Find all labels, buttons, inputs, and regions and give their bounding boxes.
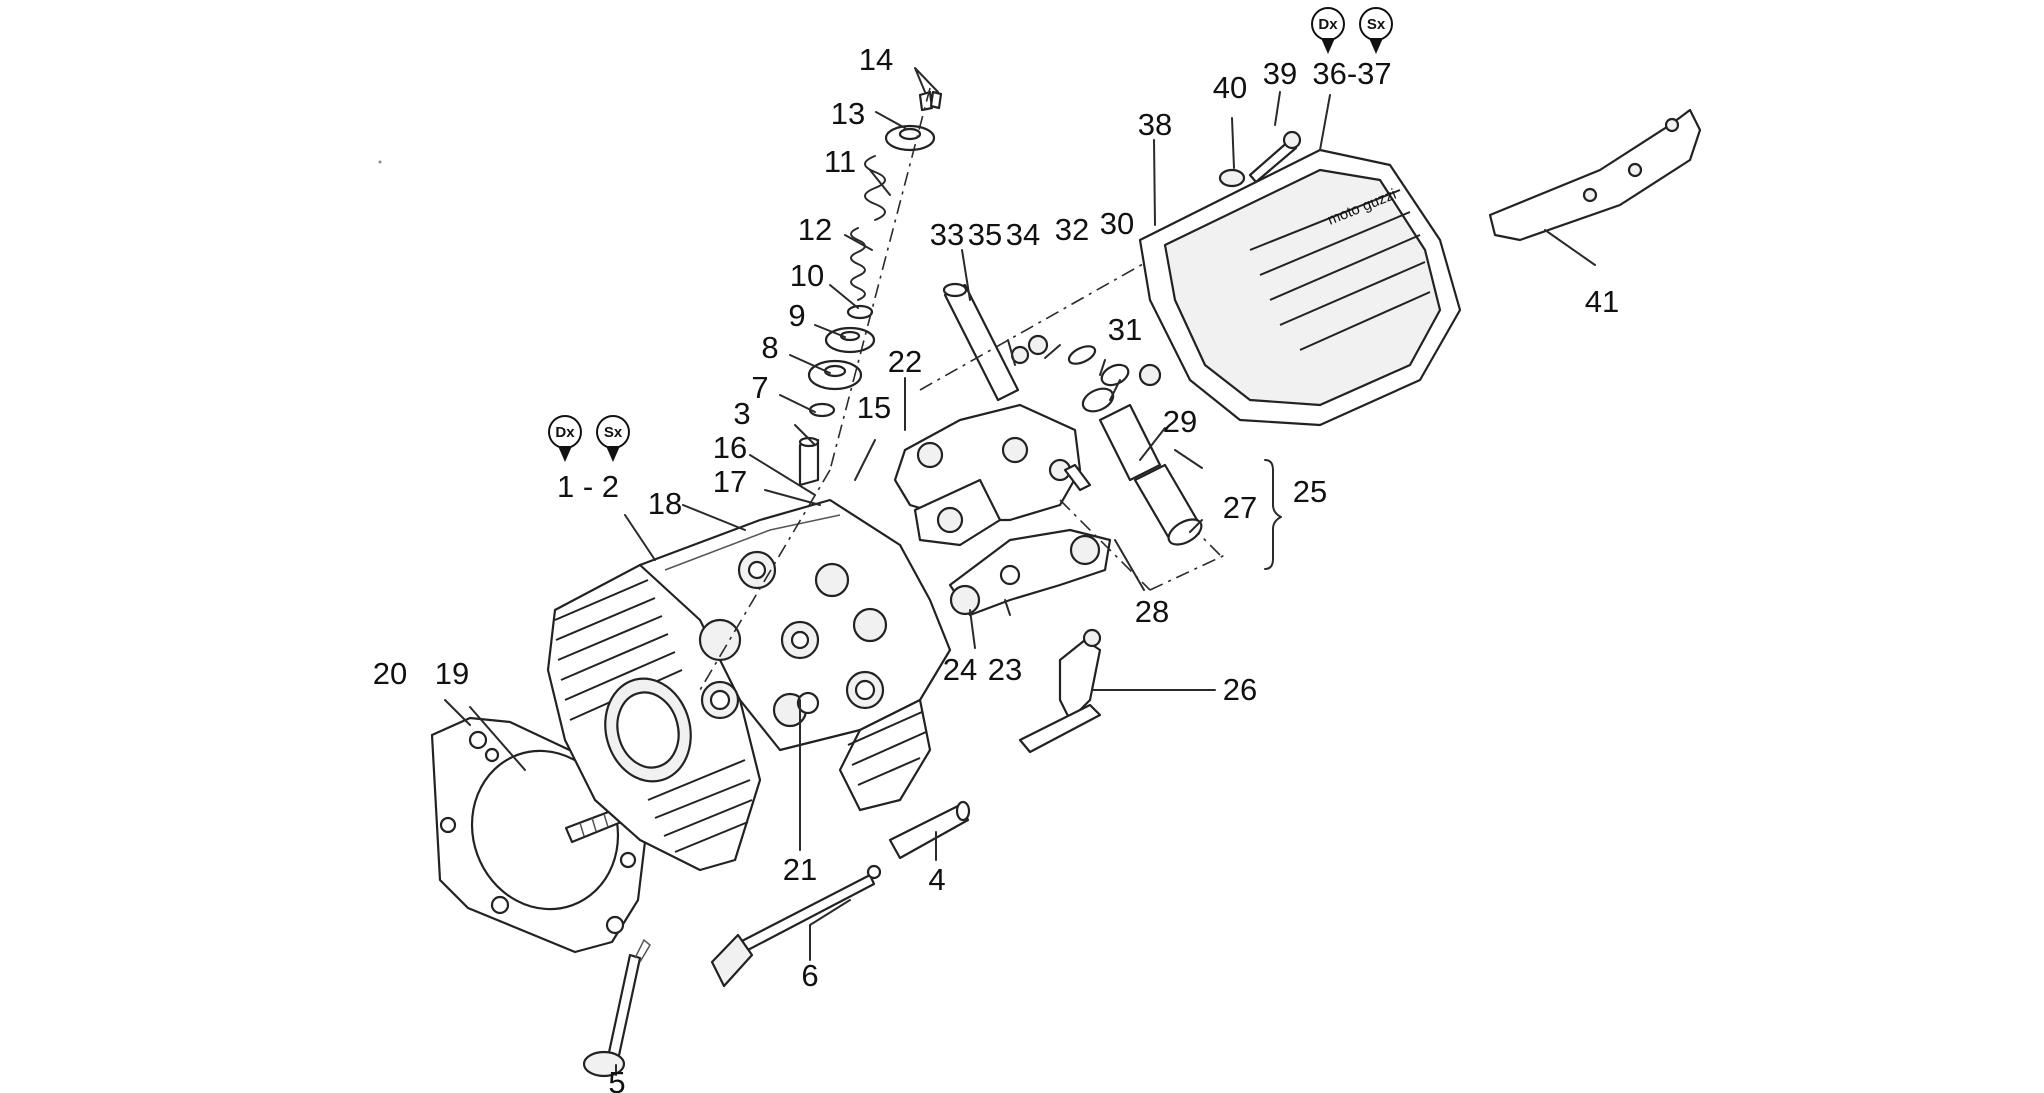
valve-6 bbox=[710, 864, 882, 988]
callout-8: 8 bbox=[761, 330, 778, 365]
callout-3: 3 bbox=[733, 396, 750, 431]
rocker-cover: moto guzzi bbox=[1138, 148, 1462, 427]
callout-35: 35 bbox=[968, 217, 1002, 252]
marker-sx-cover: Sx bbox=[1359, 7, 1393, 54]
callout-36-37: 36-37 bbox=[1312, 56, 1391, 91]
callout-9: 9 bbox=[788, 298, 805, 333]
callout-31: 31 bbox=[1108, 312, 1142, 347]
callout-7: 7 bbox=[751, 370, 768, 405]
rocker-arm bbox=[948, 528, 1112, 617]
callout-23: 23 bbox=[988, 652, 1022, 687]
svg-text:Sx: Sx bbox=[604, 424, 623, 441]
callout-1-2: 1 - 2 bbox=[557, 469, 619, 504]
callout-6: 6 bbox=[801, 958, 818, 993]
callout-14: 14 bbox=[859, 42, 893, 77]
callout-40: 40 bbox=[1213, 70, 1247, 105]
marker-dx-cover: Dx bbox=[1311, 7, 1345, 54]
svg-text:Dx: Dx bbox=[555, 424, 575, 441]
callout-labels: 1 - 2 3 4 5 6 7 8 9 10 11 12 13 14 15 16… bbox=[373, 42, 1619, 1093]
cover-trim bbox=[1488, 108, 1702, 242]
callout-28: 28 bbox=[1135, 594, 1169, 629]
callout-39: 39 bbox=[1263, 56, 1297, 91]
svg-text:Dx: Dx bbox=[1318, 16, 1338, 33]
marker-dx-head: Dx bbox=[548, 415, 582, 462]
svg-text:Sx: Sx bbox=[1367, 16, 1386, 33]
callout-20: 20 bbox=[373, 656, 407, 691]
callout-30: 30 bbox=[1100, 206, 1134, 241]
cylinder-head bbox=[546, 498, 952, 872]
rocker-shaft-kit bbox=[1010, 334, 1203, 546]
valve-bottom bbox=[582, 938, 651, 1078]
callout-34: 34 bbox=[1006, 217, 1040, 252]
tube-33 bbox=[942, 282, 1020, 402]
callout-26: 26 bbox=[1223, 672, 1257, 707]
callout-24: 24 bbox=[943, 652, 977, 687]
rocker-support bbox=[893, 403, 1082, 547]
callout-19: 19 bbox=[435, 656, 469, 691]
callout-11: 11 bbox=[824, 144, 856, 179]
callout-10: 10 bbox=[790, 258, 824, 293]
callout-33: 33 bbox=[930, 217, 964, 252]
callout-17: 17 bbox=[713, 464, 747, 499]
callout-41: 41 bbox=[1585, 284, 1619, 319]
callout-5: 5 bbox=[608, 1065, 625, 1093]
callout-4: 4 bbox=[928, 862, 945, 897]
callout-13: 13 bbox=[831, 96, 865, 131]
callout-32: 32 bbox=[1055, 212, 1089, 247]
callout-15: 15 bbox=[857, 390, 891, 425]
marker-sx-head: Sx bbox=[596, 415, 630, 462]
callout-21: 21 bbox=[783, 852, 817, 887]
cover-bolt bbox=[1218, 130, 1302, 188]
callout-25: 25 bbox=[1293, 474, 1327, 509]
callout-18: 18 bbox=[648, 486, 682, 521]
callout-16: 16 bbox=[713, 430, 747, 465]
callout-38: 38 bbox=[1138, 107, 1172, 142]
leader-lines bbox=[444, 67, 1596, 1076]
valve-guide bbox=[888, 800, 971, 860]
callout-27: 27 bbox=[1223, 490, 1257, 525]
callout-22: 22 bbox=[888, 344, 922, 379]
callout-12: 12 bbox=[798, 212, 832, 247]
scan-speck bbox=[378, 160, 382, 164]
callout-29: 29 bbox=[1163, 404, 1197, 439]
clip-26 bbox=[1018, 628, 1102, 754]
